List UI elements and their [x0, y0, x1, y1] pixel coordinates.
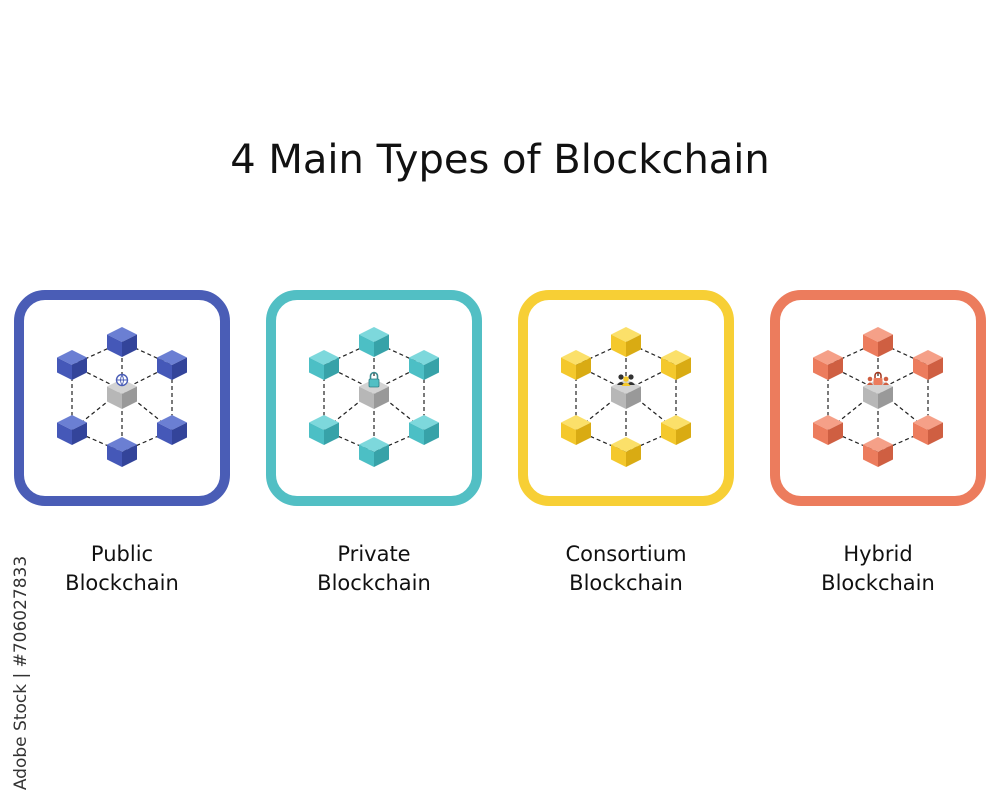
globe-icon [115, 373, 129, 387]
label-line-1: Public [90, 542, 154, 566]
block-node-upper-right [913, 350, 943, 380]
label-line-2: Blockchain [821, 571, 935, 595]
block-node-bottom [107, 437, 137, 467]
blockchain-network-diagram [770, 290, 986, 506]
block-node-upper-right [409, 350, 439, 380]
block-node-bottom [611, 437, 641, 467]
label-line-1: Consortium [565, 542, 687, 566]
block-node-lower-left [57, 415, 87, 445]
block-node-lower-right [157, 415, 187, 445]
label-line-1: Hybrid [843, 542, 913, 566]
block-node-bottom [863, 437, 893, 467]
block-node-lower-right [661, 415, 691, 445]
block-node-lower-left [309, 415, 339, 445]
label-line-2: Blockchain [65, 571, 179, 595]
public-blockchain-label: Public Blockchain [2, 540, 242, 598]
consortium-blockchain-label: Consortium Blockchain [506, 540, 746, 598]
label-line-1: Private [337, 542, 411, 566]
blockchain-network-diagram [14, 290, 230, 506]
label-line-2: Blockchain [317, 571, 431, 595]
network-blocks [57, 327, 187, 467]
central-node-block [611, 379, 641, 409]
stock-id-watermark: Adobe Stock | #706027833 [6, 555, 36, 789]
network-blocks [309, 327, 439, 467]
block-node-top [107, 327, 137, 357]
block-node-upper-left [309, 350, 339, 380]
lock-group-icon [867, 371, 889, 385]
block-node-upper-left [813, 350, 843, 380]
block-node-upper-left [561, 350, 591, 380]
lock-icon [368, 371, 380, 388]
label-line-2: Blockchain [569, 571, 683, 595]
blockchain-network-diagram [266, 290, 482, 506]
block-node-lower-left [561, 415, 591, 445]
block-node-upper-right [157, 350, 187, 380]
hybrid-blockchain-label: Hybrid Blockchain [758, 540, 998, 598]
block-node-lower-right [409, 415, 439, 445]
block-node-bottom [359, 437, 389, 467]
page-title: 4 Main Types of Blockchain [230, 137, 770, 183]
public-blockchain-card [14, 290, 230, 506]
block-node-upper-right [661, 350, 691, 380]
network-blocks [813, 327, 943, 467]
central-node-block [107, 379, 137, 409]
private-blockchain-card [266, 290, 482, 506]
block-node-top [863, 327, 893, 357]
private-blockchain-label: Private Blockchain [254, 540, 494, 598]
stock-id-text: Adobe Stock | #706027833 [11, 555, 31, 790]
consortium-blockchain-card [518, 290, 734, 506]
block-node-top [359, 327, 389, 357]
hybrid-blockchain-card [770, 290, 986, 506]
block-node-lower-right [913, 415, 943, 445]
blockchain-network-diagram [518, 290, 734, 506]
block-node-lower-left [813, 415, 843, 445]
block-node-upper-left [57, 350, 87, 380]
block-node-top [611, 327, 641, 357]
group-icon [617, 374, 635, 386]
network-blocks [561, 327, 691, 467]
